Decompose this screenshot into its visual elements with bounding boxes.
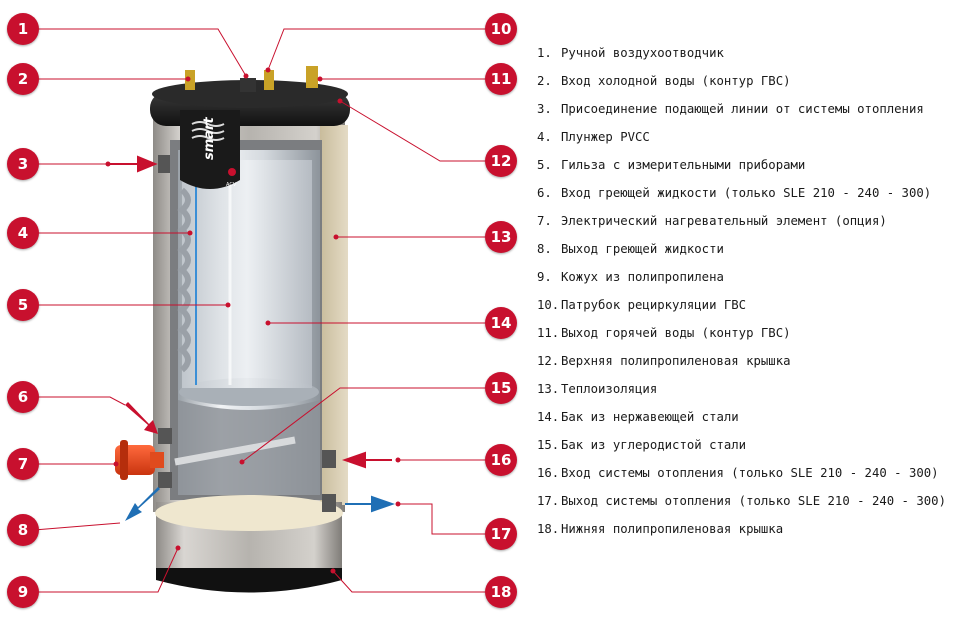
legend-item: 2. Вход холодной воды (контур ГВС) bbox=[537, 71, 962, 99]
legend-text: Выход горячей воды (контур ГВС) bbox=[561, 326, 791, 340]
legend-text: Кожух из полипропилена bbox=[561, 270, 724, 284]
legend-number: 16. bbox=[537, 466, 560, 480]
legend-item: 11.Выход горячей воды (контур ГВС) bbox=[537, 323, 962, 351]
legend-text: Присоединение подающей линии от системы … bbox=[561, 102, 924, 116]
callout-9: 9 bbox=[7, 576, 39, 608]
leader-lines bbox=[33, 28, 485, 593]
legend-text: Вход системы отопления (только SLE 210 -… bbox=[561, 466, 939, 480]
bottom-casing bbox=[155, 495, 343, 593]
heating-element-rod bbox=[174, 436, 296, 466]
legend-number: 18. bbox=[537, 522, 560, 536]
callout-5: 5 bbox=[7, 289, 39, 321]
legend-item: 16.Вход системы отопления (только SLE 21… bbox=[537, 463, 962, 491]
callout-16: 16 bbox=[485, 444, 517, 476]
callout-2: 2 bbox=[7, 63, 39, 95]
arrow-out-17 bbox=[345, 495, 396, 513]
legend-item: 15.Бак из углеродистой стали bbox=[537, 435, 962, 463]
callout-10: 10 bbox=[485, 13, 517, 45]
legend-text: Теплоизоляция bbox=[561, 382, 658, 396]
legend-text: Гильза с измерительными приборами bbox=[561, 158, 806, 172]
legend-number: 7. bbox=[537, 214, 552, 228]
legend-number: 2. bbox=[537, 74, 552, 88]
legend-number: 9. bbox=[537, 270, 552, 284]
bottom-cover bbox=[156, 568, 342, 593]
callout-11: 11 bbox=[485, 63, 517, 95]
callout-8: 8 bbox=[7, 514, 39, 546]
legend-text: Выход системы отопления (только SLE 210 … bbox=[561, 494, 946, 508]
arrow-in-3 bbox=[110, 155, 158, 173]
legend-item: 18.Нижняя полипропиленовая крышка bbox=[537, 519, 962, 547]
arrow-in-16 bbox=[341, 451, 392, 469]
legend-item: 8. Выход греющей жидкости bbox=[537, 239, 962, 267]
callout-13: 13 bbox=[485, 221, 517, 253]
legend-number: 4. bbox=[537, 130, 552, 144]
brand-logo-text: smart bbox=[202, 117, 217, 160]
legend-text: Ручной воздухоотводчик bbox=[561, 46, 724, 60]
parts-legend: 1. Ручной воздухоотводчик 2. Вход холодной… bbox=[537, 43, 962, 547]
callout-14: 14 bbox=[485, 307, 517, 339]
legend-item: 12.Верхняя полипропиленовая крышка bbox=[537, 351, 962, 379]
legend-item: 5. Гильза с измерительными приборами bbox=[537, 155, 962, 183]
smart-logo-badge: smart ACV bbox=[180, 110, 240, 189]
legend-text: Нижняя полипропиленовая крышка bbox=[561, 522, 784, 536]
callout-1: 1 bbox=[7, 13, 39, 45]
legend-number: 14. bbox=[537, 410, 560, 424]
leader-dots bbox=[105, 67, 401, 574]
arrow-out-8 bbox=[125, 487, 160, 521]
legend-item: 3. Присоединение подающей линии от систем… bbox=[537, 99, 962, 127]
legend-text: Вход греющей жидкости (только SLE 210 - … bbox=[561, 186, 932, 200]
legend-item: 7. Электрический нагревательный элемент (… bbox=[537, 211, 962, 239]
legend-number: 12. bbox=[537, 354, 560, 368]
legend-number: 6. bbox=[537, 186, 552, 200]
legend-text: Бак из нержавеющей стали bbox=[561, 410, 739, 424]
callout-4: 4 bbox=[7, 217, 39, 249]
legend-item: 9. Кожух из полипропилена bbox=[537, 267, 962, 295]
arrow-in-6 bbox=[125, 402, 158, 434]
callout-12: 12 bbox=[485, 145, 517, 177]
pvcc-plunger bbox=[177, 187, 191, 373]
legend-item: 1. Ручной воздухоотводчик bbox=[537, 43, 962, 71]
legend-item: 10.Патрубок рециркуляции ГВС bbox=[537, 295, 962, 323]
legend-number: 15. bbox=[537, 438, 560, 452]
callout-18: 18 bbox=[485, 576, 517, 608]
legend-number: 13. bbox=[537, 382, 560, 396]
legend-text: Плунжер PVCC bbox=[561, 130, 650, 144]
legend-number: 17. bbox=[537, 494, 560, 508]
legend-number: 10. bbox=[537, 298, 560, 312]
callout-7: 7 bbox=[7, 448, 39, 480]
legend-number: 3. bbox=[537, 102, 552, 116]
legend-text: Вход холодной воды (контур ГВС) bbox=[561, 74, 791, 88]
legend-item: 13.Теплоизоляция bbox=[537, 379, 962, 407]
flow-arrows bbox=[110, 155, 396, 521]
legend-text: Выход греющей жидкости bbox=[561, 242, 724, 256]
legend-text: Верхняя полипропиленовая крышка bbox=[561, 354, 791, 368]
legend-item: 6. Вход греющей жидкости (только SLE 210 … bbox=[537, 183, 962, 211]
legend-number: 1. bbox=[537, 46, 552, 60]
legend-text: Бак из углеродистой стали bbox=[561, 438, 747, 452]
legend-number: 11. bbox=[537, 326, 560, 340]
callout-17: 17 bbox=[485, 518, 517, 550]
maker-logo-text: ACV bbox=[226, 182, 237, 188]
legend-item: 14.Бак из нержавеющей стали bbox=[537, 407, 962, 435]
side-pipes bbox=[158, 155, 336, 512]
callout-6: 6 bbox=[7, 381, 39, 413]
legend-text: Электрический нагревательный элемент (оп… bbox=[561, 214, 887, 228]
legend-number: 5. bbox=[537, 158, 552, 172]
legend-text: Патрубок рециркуляции ГВС bbox=[561, 298, 747, 312]
electric-heater bbox=[115, 440, 164, 480]
legend-item: 4. Плунжер PVCC bbox=[537, 127, 962, 155]
legend-number: 8. bbox=[537, 242, 552, 256]
callout-15: 15 bbox=[485, 372, 517, 404]
callout-3: 3 bbox=[7, 148, 39, 180]
legend-item: 17.Выход системы отопления (только SLE 2… bbox=[537, 491, 962, 519]
